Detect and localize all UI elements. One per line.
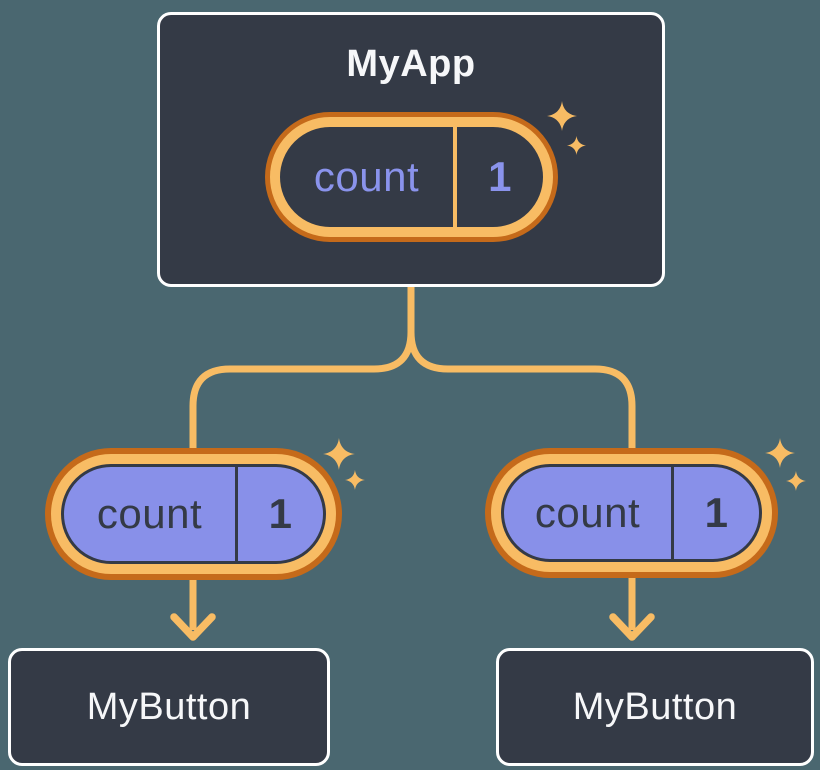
arrow-down-icon-left [170,613,216,641]
state-pill-root: count 1 [270,117,553,237]
state-pill-child-right: count 1 [501,464,762,562]
sparkle-icon [323,438,365,490]
state-pill-child-left: count 1 [61,464,326,564]
node-myapp: MyApp count 1 [157,12,665,287]
sparkle-star-big [765,438,795,468]
node-myapp-title: MyApp [346,43,476,85]
sparkle-star-big [323,438,355,470]
state-value: 1 [235,467,323,561]
state-value: 1 [453,127,543,227]
node-mybutton-title: MyButton [86,685,252,728]
state-value: 1 [671,467,759,559]
sparkle-star-small [345,470,365,490]
sparkle-icon [765,438,806,491]
node-mybutton-left: MyButton [8,648,330,766]
state-name-label: count [96,490,203,537]
connector-branch-left [189,287,415,468]
connector-branch-right [407,287,636,468]
sparkle-star-small [786,471,806,491]
state-name-label: count [534,489,641,536]
state-name-label: count [313,153,420,200]
node-mybutton-right: MyButton [496,648,814,766]
node-mybutton-title: MyButton [572,685,738,728]
arrow-down-icon-right [609,613,655,641]
